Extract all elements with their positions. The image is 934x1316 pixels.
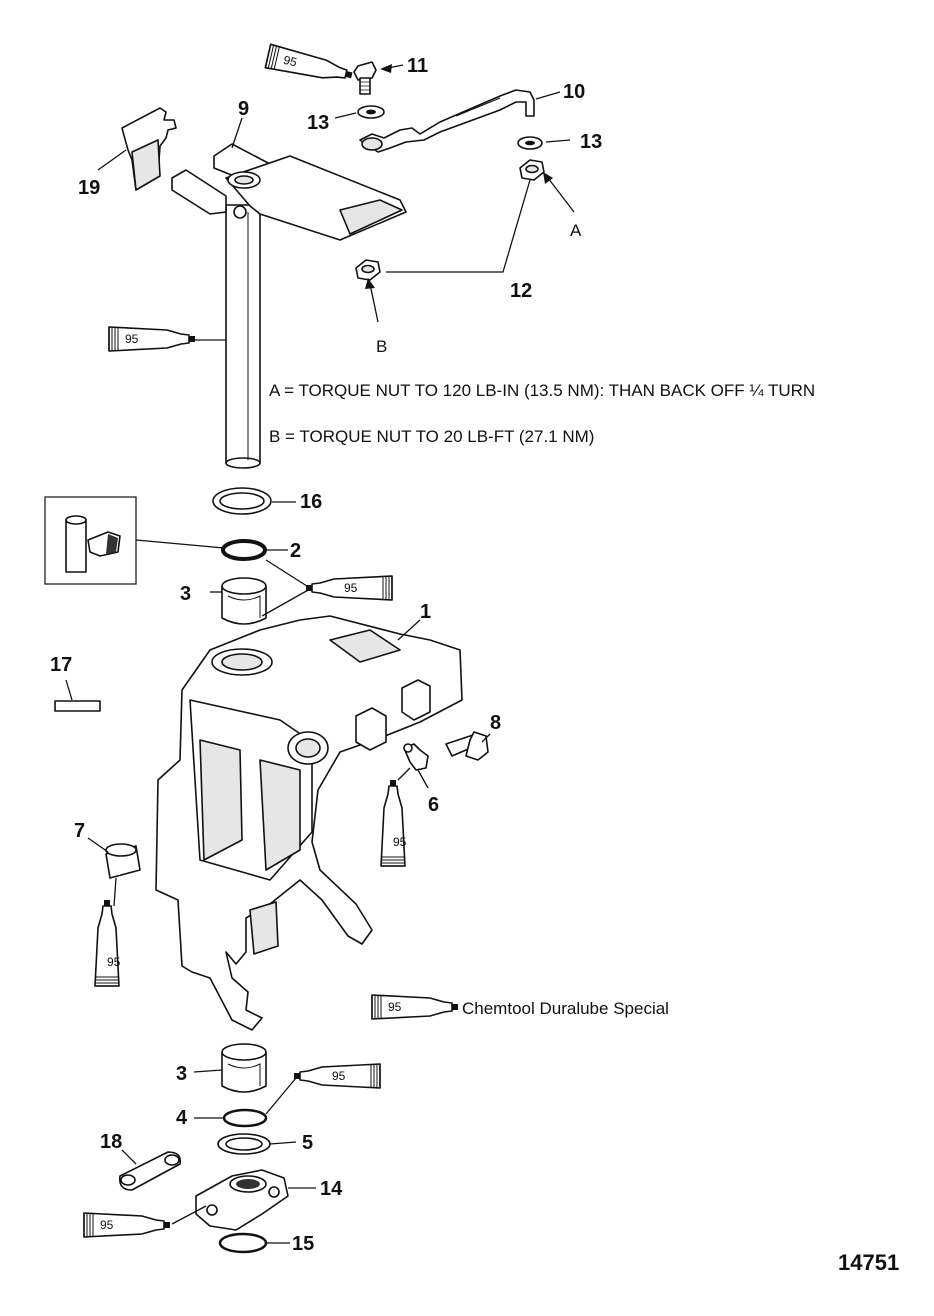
part-14-lower-yoke	[195, 1169, 289, 1231]
callout-2: 2	[290, 540, 301, 562]
part-18-link-plate	[118, 1151, 182, 1191]
letter-a: A	[570, 221, 582, 240]
callout-10: 10	[563, 81, 585, 103]
callout-19: 19	[78, 177, 100, 199]
callout-15: 15	[292, 1233, 314, 1255]
lubricant-legend: 95 Chemtool Duralube Special	[371, 994, 669, 1020]
part-15-retaining-ring	[218, 1232, 268, 1254]
callout-12: 12	[510, 280, 532, 302]
part-12-nut-a	[519, 159, 545, 181]
leader-lines	[65, 64, 575, 1244]
part-3-bushing-lower	[221, 1043, 267, 1093]
letter-b: B	[376, 337, 387, 356]
grease-tube-top: 95	[264, 43, 356, 88]
callout-17: 17	[50, 654, 72, 676]
part-17-shim	[54, 700, 101, 712]
torque-note-a: A = TORQUE NUT TO 120 LB-IN (13.5 NM): T…	[269, 381, 815, 400]
grease-tube-lower-yoke: 95	[83, 1212, 171, 1238]
legend-tube-icon: 95	[371, 994, 459, 1020]
svg-text:95: 95	[344, 581, 358, 595]
callout-8: 8	[490, 712, 501, 734]
svg-text:95: 95	[332, 1069, 346, 1083]
inset-detail-box	[44, 496, 137, 585]
callout-numbers: 11 10 9 13 13 19 12 16 2 3 1 17 8 6 7 3 …	[50, 55, 602, 1255]
callout-18: 18	[100, 1131, 122, 1153]
part-8-bolt	[445, 731, 489, 761]
callout-11: 11	[407, 55, 428, 77]
callout-13-upper: 13	[307, 112, 329, 134]
callout-3-lower: 3	[176, 1063, 187, 1085]
callout-16: 16	[300, 491, 322, 513]
callout-9: 9	[238, 98, 249, 120]
callout-5: 5	[302, 1132, 313, 1154]
part-12-nut-b	[355, 259, 381, 281]
svg-text:95: 95	[125, 332, 139, 346]
grease-tube-fitting: 95	[380, 779, 407, 867]
part-13-washer-upper	[357, 105, 385, 119]
part-7-bushing	[105, 843, 141, 879]
callout-4: 4	[176, 1107, 188, 1129]
svg-text:95: 95	[388, 1000, 402, 1014]
part-5-washer	[217, 1133, 271, 1155]
part-3-bushing-upper	[221, 577, 267, 625]
part-10-link-rod	[359, 89, 535, 153]
grease-tube-upper-bushing: 95	[305, 575, 393, 601]
part-4-o-ring	[222, 1108, 268, 1128]
part-6-grease-fitting	[403, 743, 429, 771]
callout-14: 14	[320, 1178, 343, 1200]
callout-13-right: 13	[580, 131, 602, 153]
torque-note-b: B = TORQUE NUT TO 20 LB-FT (27.1 NM)	[269, 427, 594, 446]
part-2-o-ring	[221, 539, 267, 561]
svg-text:95: 95	[107, 955, 121, 969]
part-16-washer	[212, 487, 272, 515]
callout-7: 7	[74, 820, 85, 842]
grease-tube-lower-bushing: 95	[293, 1063, 381, 1089]
svg-text:95: 95	[100, 1218, 114, 1232]
grease-tube-side-bushing: 95	[94, 899, 121, 987]
callout-6: 6	[428, 794, 439, 816]
callout-3-upper: 3	[180, 583, 191, 605]
svg-text:95: 95	[393, 835, 407, 849]
part-19-plate	[121, 107, 177, 191]
part-13-washer-right	[517, 136, 543, 150]
part-1-swivel-bracket	[155, 615, 463, 1031]
svg-text:95: 95	[282, 53, 298, 70]
callout-1: 1	[420, 601, 431, 623]
legend-text: Chemtool Duralube Special	[462, 999, 669, 1018]
part-9-steering-arm	[171, 143, 407, 469]
grease-tube-shaft: 95	[108, 326, 196, 352]
figure-id: 14751	[838, 1250, 899, 1275]
part-11-bolt	[353, 61, 377, 95]
